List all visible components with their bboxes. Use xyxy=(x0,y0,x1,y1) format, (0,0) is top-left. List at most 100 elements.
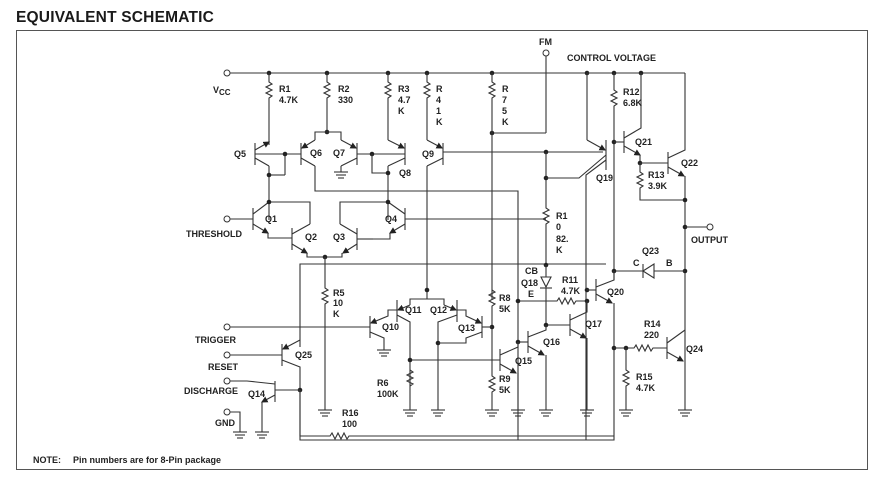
r16-value: 100 xyxy=(342,419,357,429)
r5-value-2: K xyxy=(333,309,340,319)
q18-cb-label: CB xyxy=(525,266,538,276)
q19-label: Q19 xyxy=(596,173,613,183)
note-text: Pin numbers are for 8-Pin package xyxy=(73,455,222,465)
discharge-pin[interactable] xyxy=(223,377,231,385)
q21-label: Q21 xyxy=(635,137,652,147)
resistor-r12 xyxy=(609,73,619,280)
q22-label: Q22 xyxy=(681,158,698,168)
r14-label: R14 xyxy=(644,319,661,329)
q11-label: Q11 xyxy=(405,305,422,315)
r10-value-1: 0 xyxy=(556,222,561,232)
resistor-r10 xyxy=(541,152,551,265)
transistor-q12 xyxy=(427,298,458,410)
ground-r5 xyxy=(318,409,332,417)
transistor-q9 xyxy=(426,139,603,290)
r14-value: 220 xyxy=(644,330,659,340)
q18-label: Q18 xyxy=(521,278,538,288)
transistor-q24 xyxy=(666,329,686,362)
transistor-q1 xyxy=(223,199,311,239)
output-pin[interactable] xyxy=(706,223,714,231)
q24-label: Q24 xyxy=(686,344,703,354)
r5-value-1: 10 xyxy=(333,298,343,308)
threshold-pin[interactable] xyxy=(223,215,231,223)
q8-label: Q8 xyxy=(399,168,411,178)
r7-label: R xyxy=(502,84,509,94)
control-voltage-label: CONTROL VOLTAGE xyxy=(567,53,656,63)
r1-label: R1 xyxy=(279,84,291,94)
r11-label: R11 xyxy=(562,275,578,285)
resistor-r13 xyxy=(635,163,685,201)
r4-value-1: 4 xyxy=(436,95,441,105)
trigger-label: TRIGGER xyxy=(195,335,237,345)
r12-value: 6.8K xyxy=(623,98,643,108)
r8-value: 5K xyxy=(499,304,511,314)
trigger-wire xyxy=(223,323,370,331)
q12-label: Q12 xyxy=(430,305,447,315)
trigger-pin[interactable] xyxy=(223,323,231,331)
r10-value-2: 82. xyxy=(556,234,569,244)
resistor-r6 xyxy=(405,369,415,387)
transistor-q22 xyxy=(640,73,688,410)
r2-label: R2 xyxy=(338,84,350,94)
gnd-pin[interactable] xyxy=(223,408,231,416)
r3-value-unit: K xyxy=(398,106,405,116)
fm-label: FM xyxy=(539,37,552,47)
schematic-frame xyxy=(16,30,868,470)
q5-label: Q5 xyxy=(234,149,246,159)
resistor-r16 xyxy=(299,390,614,441)
vcc-rail xyxy=(223,69,685,77)
gnd-label: GND xyxy=(215,418,236,428)
r11-value: 4.7K xyxy=(561,286,581,296)
r1-value: 4.7K xyxy=(279,95,299,105)
resistor-r11 xyxy=(518,296,587,306)
q20-label: Q20 xyxy=(607,287,624,297)
fm-pin[interactable] xyxy=(542,49,550,57)
threshold-label: THRESHOLD xyxy=(186,229,243,239)
transistor-q5 xyxy=(254,141,301,220)
q25-label: Q25 xyxy=(295,350,312,360)
resistor-r5 xyxy=(320,257,330,410)
r7-value-2: 5 xyxy=(502,106,507,116)
r5-label: R5 xyxy=(333,288,345,298)
q16-label: Q16 xyxy=(543,337,560,347)
r15-value: 4.7K xyxy=(636,383,656,393)
r15-label: R15 xyxy=(636,372,653,382)
transistor-q10 xyxy=(369,309,397,357)
r6-label: R6 xyxy=(377,378,389,388)
r13-label: R13 xyxy=(648,170,665,180)
gnd-pin-group xyxy=(223,408,247,439)
transistor-q15 xyxy=(412,342,519,410)
vcc-pin[interactable] xyxy=(223,69,231,77)
transistor-q14 xyxy=(223,377,300,439)
transistor-q3 xyxy=(339,201,388,254)
resistor-r15 xyxy=(621,348,631,410)
q13-label: Q13 xyxy=(458,323,475,333)
note-label: NOTE: xyxy=(33,455,61,465)
transistor-q4 xyxy=(373,199,546,240)
transistor-q17 xyxy=(543,301,588,410)
r12-label: R12 xyxy=(623,87,640,97)
reset-pin[interactable] xyxy=(223,351,231,359)
resistor-r8-r9 xyxy=(487,289,497,410)
footnote: NOTE: Pin numbers are for 8-Pin package xyxy=(33,455,221,465)
q23-c-label: C xyxy=(633,258,640,268)
resistor-r14 xyxy=(614,343,667,353)
r4-value-2: 1 xyxy=(436,106,441,116)
transistor-q8 xyxy=(371,139,406,220)
reset-label: RESET xyxy=(208,362,239,372)
r9-value: 5K xyxy=(499,385,511,395)
vcc-label: VCC xyxy=(213,85,231,97)
wire-q25-collector xyxy=(299,263,606,347)
q23-label: Q23 xyxy=(642,246,659,256)
transistor-q16 xyxy=(515,325,547,410)
q3-label: Q3 xyxy=(333,232,345,242)
r2-value: 330 xyxy=(338,95,353,105)
transistor-q25 xyxy=(223,339,303,393)
r10-value-3: K xyxy=(556,245,563,255)
r3-label: R3 xyxy=(398,84,410,94)
resistor-r4 xyxy=(422,73,432,140)
diode-q18 xyxy=(540,265,552,325)
transistor-q11 xyxy=(396,287,430,410)
transistor-q7 xyxy=(327,131,405,179)
